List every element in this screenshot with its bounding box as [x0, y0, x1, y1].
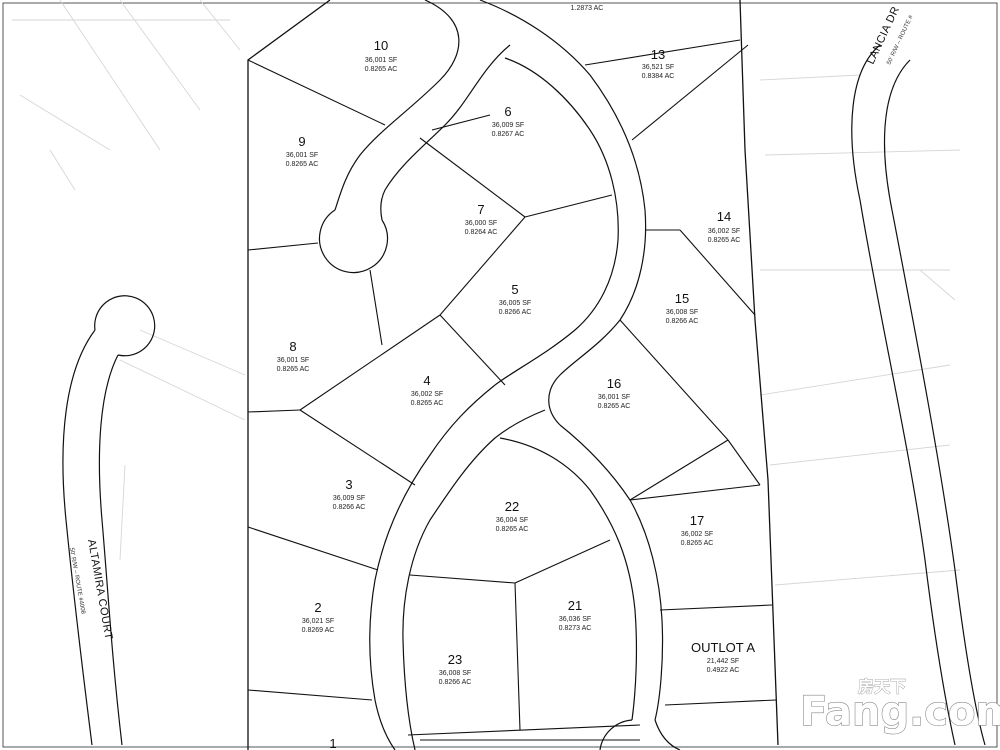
altamira-court-label: ALTAMIRA COURT: [85, 538, 114, 640]
svg-text:0.8267 AC: 0.8267 AC: [492, 131, 525, 138]
svg-text:10: 10: [374, 38, 388, 53]
lot-1-label: 1: [329, 736, 336, 750]
lot-17-label: 17 36,002 SF 0.8265 AC: [681, 513, 714, 547]
svg-text:36,002 SF: 36,002 SF: [681, 531, 713, 538]
svg-text:0.8265 AC: 0.8265 AC: [365, 66, 398, 73]
svg-text:0.8265 AC: 0.8265 AC: [411, 400, 444, 407]
svg-text:4: 4: [423, 373, 430, 388]
lot-16-label: 16 36,001 SF 0.8265 AC: [598, 376, 631, 410]
svg-text:36,036 SF: 36,036 SF: [559, 616, 591, 623]
lot-7-label: 7 36,000 SF 0.8264 AC: [465, 202, 498, 236]
svg-text:22: 22: [505, 499, 519, 514]
svg-text:36,001 SF: 36,001 SF: [598, 394, 630, 401]
svg-text:OUTLOT A: OUTLOT A: [691, 640, 755, 655]
svg-text:0.8384 AC: 0.8384 AC: [642, 73, 675, 80]
svg-text:0.8266 AC: 0.8266 AC: [439, 679, 472, 686]
svg-text:0.8264 AC: 0.8264 AC: [465, 229, 498, 236]
svg-text:36,002 SF: 36,002 SF: [411, 391, 443, 398]
svg-text:21,442 SF: 21,442 SF: [707, 658, 739, 665]
lot-8-label: 8 36,001 SF 0.8265 AC: [277, 339, 310, 373]
svg-text:3: 3: [345, 477, 352, 492]
svg-text:17: 17: [690, 513, 704, 528]
lot-22-label: 22 36,004 SF 0.8265 AC: [496, 499, 529, 533]
lot-6-label: 6 36,009 SF 0.8267 AC: [492, 104, 525, 138]
svg-text:5: 5: [511, 282, 518, 297]
lot-lines: [247, 39, 777, 741]
svg-text:9: 9: [298, 134, 305, 149]
svg-text:16: 16: [607, 376, 621, 391]
lot-2-label: 2 36,021 SF 0.8269 AC: [302, 600, 335, 634]
svg-text:0.8265 AC: 0.8265 AC: [681, 540, 714, 547]
lot-5-label: 5 36,005 SF 0.8266 AC: [499, 282, 532, 316]
svg-text:0.4922 AC: 0.4922 AC: [707, 667, 740, 674]
svg-text:36,001 SF: 36,001 SF: [286, 152, 318, 159]
internal-road: [318, 0, 681, 750]
fang-watermark-logo: 房天下 Fang.com: [799, 677, 1000, 736]
svg-text:0.8269 AC: 0.8269 AC: [302, 627, 335, 634]
svg-text:Fang.com: Fang.com: [800, 689, 1000, 735]
subdivision-boundary: [247, 0, 779, 750]
svg-text:21: 21: [568, 598, 582, 613]
lancia-drive-label: LANCIA DR: [865, 4, 902, 66]
svg-text:36,021 SF: 36,021 SF: [302, 618, 334, 625]
svg-text:0.8273 AC: 0.8273 AC: [559, 625, 592, 632]
svg-text:36,005 SF: 36,005 SF: [499, 300, 531, 307]
svg-text:6: 6: [504, 104, 511, 119]
svg-text:0.8266 AC: 0.8266 AC: [666, 318, 699, 325]
lot-11-label: 1.2873 AC: [571, 5, 604, 12]
svg-text:36,009 SF: 36,009 SF: [492, 122, 524, 129]
svg-text:0.8266 AC: 0.8266 AC: [499, 309, 532, 316]
svg-text:36,521 SF: 36,521 SF: [642, 64, 674, 71]
svg-text:房天下: 房天下: [858, 677, 906, 696]
svg-text:0.8265 AC: 0.8265 AC: [598, 403, 631, 410]
lot-13-label: 13 36,521 SF 0.8384 AC: [642, 47, 675, 80]
svg-text:23: 23: [448, 652, 462, 667]
svg-text:7: 7: [477, 202, 484, 217]
lot-10-label: 10 36,001 SF 0.8265 AC: [365, 38, 398, 73]
svg-text:13: 13: [651, 47, 665, 62]
lancia-drive-road: [851, 44, 986, 746]
svg-text:8: 8: [289, 339, 296, 354]
svg-text:14: 14: [717, 209, 731, 224]
svg-text:36,001 SF: 36,001 SF: [277, 357, 309, 364]
altamira-court-road: [62, 295, 156, 746]
lot-21-label: 21 36,036 SF 0.8273 AC: [559, 598, 592, 632]
svg-text:0.8265 AC: 0.8265 AC: [277, 366, 310, 373]
svg-text:1: 1: [329, 736, 336, 750]
lot-3-label: 3 36,009 SF 0.8266 AC: [333, 477, 366, 511]
svg-text:36,008 SF: 36,008 SF: [666, 309, 698, 316]
svg-text:36,001 SF: 36,001 SF: [365, 57, 397, 64]
svg-text:36,002 SF: 36,002 SF: [708, 228, 740, 235]
lot-4-label: 4 36,002 SF 0.8265 AC: [411, 373, 444, 407]
svg-text:0.8265 AC: 0.8265 AC: [496, 526, 529, 533]
svg-text:1.2873 AC: 1.2873 AC: [571, 5, 604, 12]
svg-text:15: 15: [675, 291, 689, 306]
svg-text:2: 2: [314, 600, 321, 615]
svg-text:36,000 SF: 36,000 SF: [465, 220, 497, 227]
adjacent-parcel-lines: [12, 0, 961, 586]
altamira-court-route: 50' R/W – ROUTE #4008: [68, 547, 86, 615]
svg-text:36,008 SF: 36,008 SF: [439, 670, 471, 677]
svg-text:36,004 SF: 36,004 SF: [496, 517, 528, 524]
svg-text:0.8266 AC: 0.8266 AC: [333, 504, 366, 511]
lot-15-label: 15 36,008 SF 0.8266 AC: [666, 291, 699, 325]
lot-9-label: 9 36,001 SF 0.8265 AC: [286, 134, 319, 168]
lot-23-label: 23 36,008 SF 0.8266 AC: [439, 652, 472, 686]
svg-text:0.8265 AC: 0.8265 AC: [286, 161, 319, 168]
svg-text:0.8265 AC: 0.8265 AC: [708, 237, 741, 244]
svg-text:36,009 SF: 36,009 SF: [333, 495, 365, 502]
lot-14-label: 14 36,002 SF 0.8265 AC: [708, 209, 741, 244]
outlot-a-label: OUTLOT A 21,442 SF 0.4922 AC: [691, 640, 755, 674]
